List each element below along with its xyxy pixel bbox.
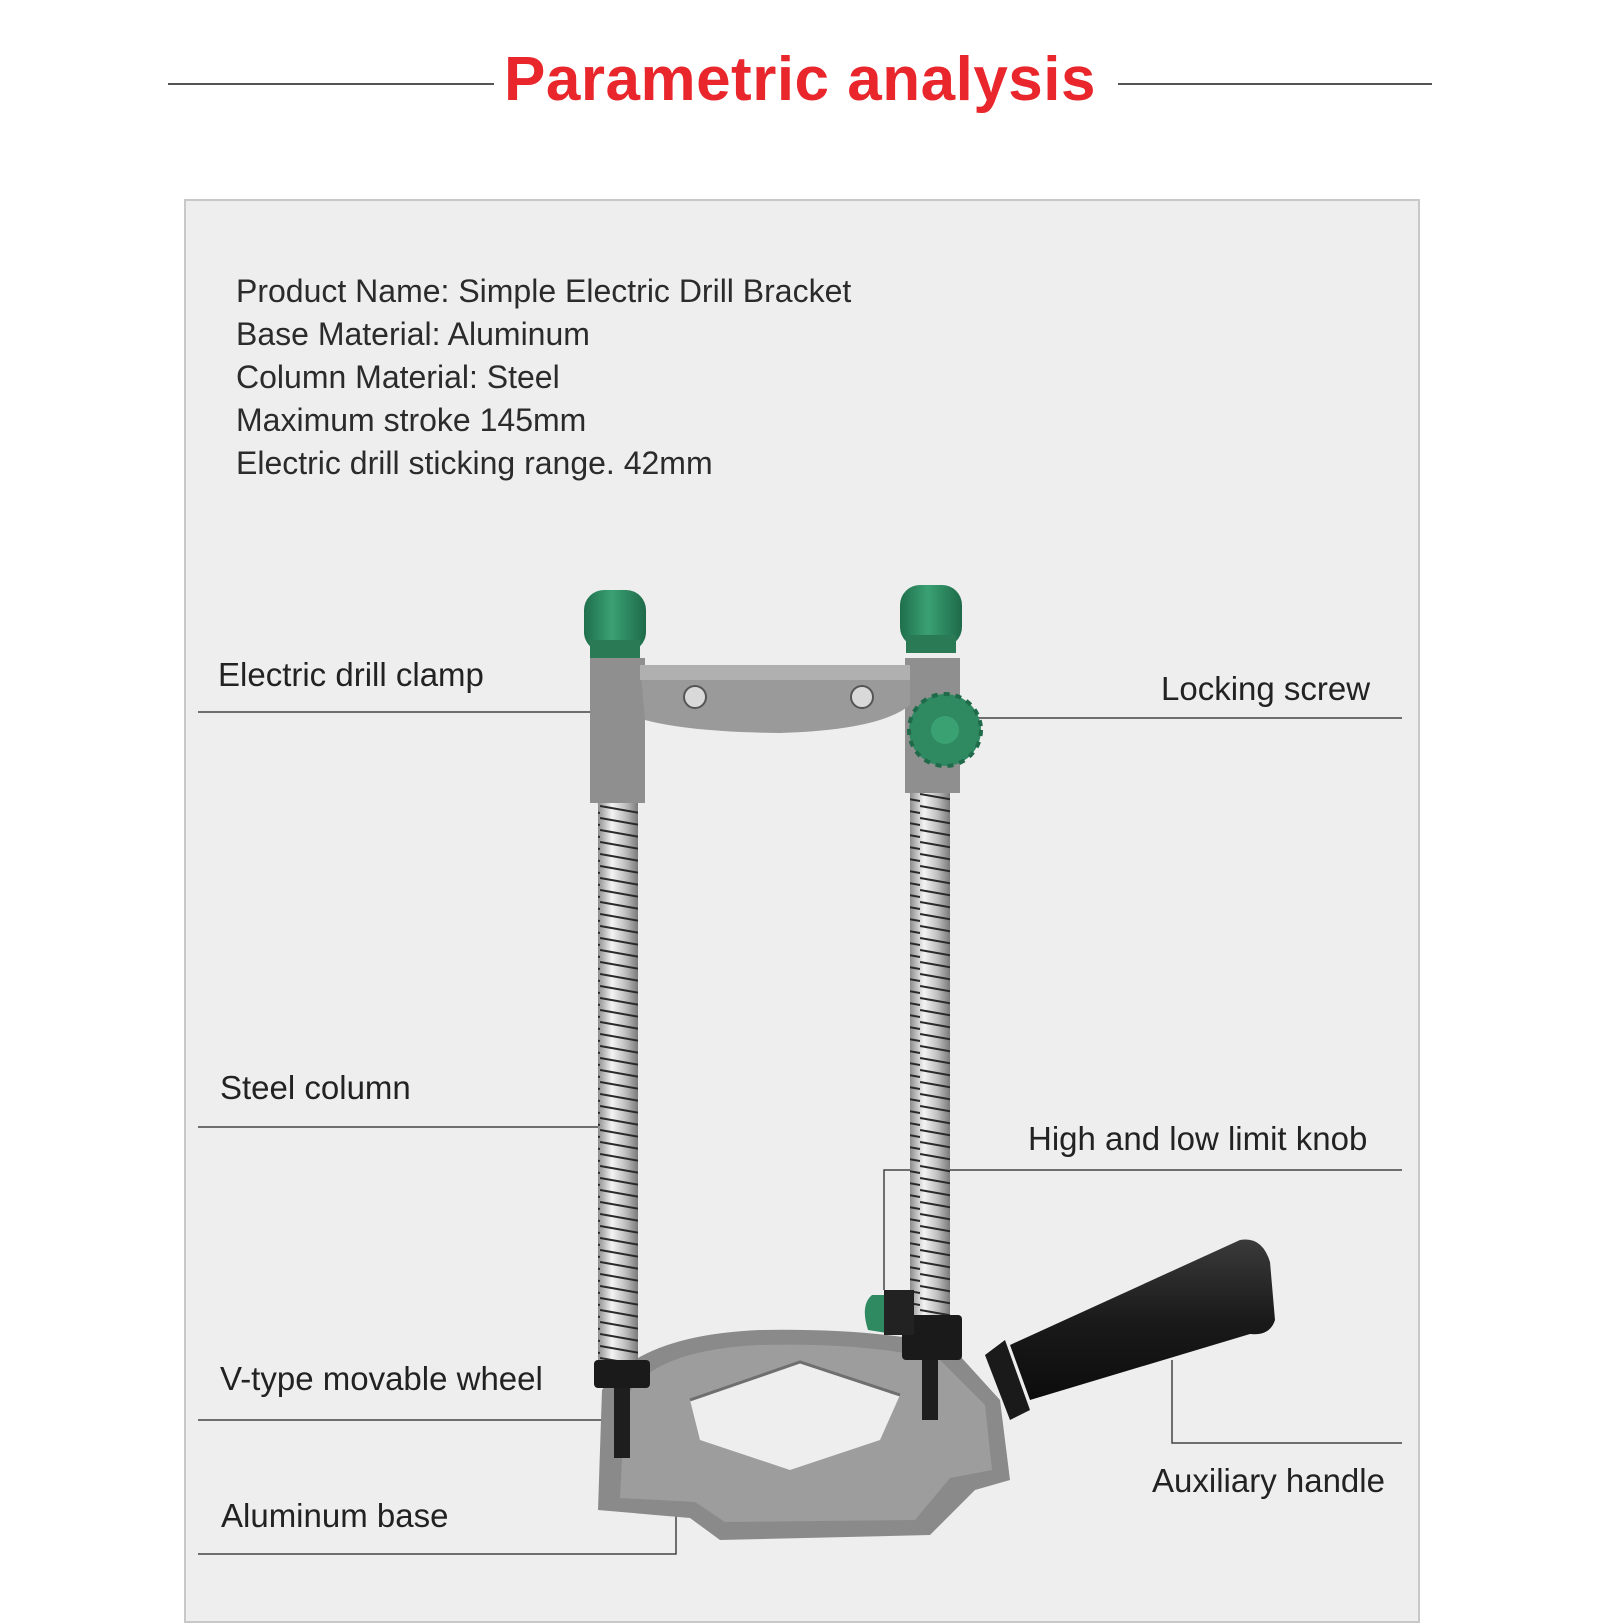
spec-product-name: Product Name: Simple Electric Drill Brac… xyxy=(236,273,852,309)
electric-drill-clamp xyxy=(590,658,960,803)
label-high-low-limit-knob: High and low limit knob xyxy=(1028,1120,1368,1157)
label-auxiliary-handle: Auxiliary handle xyxy=(1152,1462,1385,1499)
left-steel-column xyxy=(598,790,638,1370)
header-rule-left xyxy=(168,83,494,85)
label-locking-screw: Locking screw xyxy=(1161,670,1371,707)
spec-list: Product Name: Simple Electric Drill Brac… xyxy=(236,270,851,485)
spec-base-material: Base Material: Aluminum xyxy=(236,316,590,352)
auxiliary-handle xyxy=(985,1239,1275,1420)
label-electric-drill-clamp: Electric drill clamp xyxy=(218,656,484,693)
spec-maximum-stroke: Maximum stroke 145mm xyxy=(236,402,587,438)
label-steel-column: Steel column xyxy=(220,1069,411,1106)
right-steel-column xyxy=(910,780,950,1340)
green-cap-right xyxy=(900,585,962,653)
spec-column-material: Column Material: Steel xyxy=(236,359,560,395)
aluminum-base xyxy=(598,1329,1010,1540)
locking-screw xyxy=(907,692,983,768)
spec-sticking-range: Electric drill sticking range. 42mm xyxy=(236,445,713,481)
callout-lines xyxy=(198,711,1402,1555)
high-low-limit-knob xyxy=(864,1290,914,1335)
leader-high-low-limit-knob xyxy=(883,1169,1402,1290)
v-type-movable-wheel xyxy=(594,1315,962,1458)
green-cap-left xyxy=(584,590,646,658)
label-v-type-movable-wheel: V-type movable wheel xyxy=(220,1360,543,1397)
page-title: Parametric analysis xyxy=(504,45,1096,114)
header-rule-right xyxy=(1118,83,1432,85)
label-aluminum-base: Aluminum base xyxy=(221,1497,449,1534)
leader-auxiliary-handle xyxy=(1171,1360,1402,1444)
